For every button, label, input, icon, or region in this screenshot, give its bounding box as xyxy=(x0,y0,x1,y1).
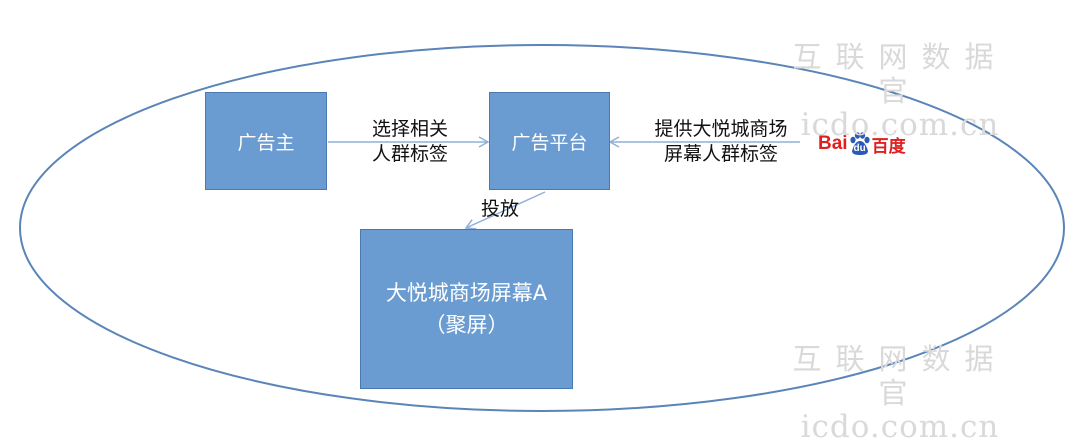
deliver-text: 投放 xyxy=(480,198,519,220)
screen-node: 大悦城商场屏幕A （聚屏） xyxy=(360,229,573,389)
watermark-bottom-cn: 互联网数据官 xyxy=(792,342,1008,410)
screen-label-line2: （聚屏） xyxy=(424,313,509,337)
baidu-logo-cn: 百度 xyxy=(871,136,906,157)
advertiser-node: 广告主 xyxy=(205,92,327,190)
platform-label: 广告平台 xyxy=(511,131,588,154)
select-tags-line1: 选择相关 xyxy=(371,118,448,140)
paw-icon: du xyxy=(849,132,871,156)
watermark-bottom-en: icdo.com.cn xyxy=(800,409,1000,445)
baidu-logo: Bai du 百度 xyxy=(818,128,906,160)
arrow-platform-to-screen xyxy=(464,191,546,230)
select-tags-line2: 人群标签 xyxy=(371,143,448,165)
watermark-top-cn: 互联网数据官 xyxy=(792,40,1008,108)
baidu-logo-bai: Bai xyxy=(818,133,848,154)
scope-ellipse xyxy=(19,44,1065,412)
provide-tags-line1: 提供大悦城商场 xyxy=(654,118,788,140)
watermark-top: 互联网数据官 icdo.com.cn xyxy=(780,40,1020,142)
deliver-label: 投放 xyxy=(470,197,530,221)
baidu-logo-du: du xyxy=(853,143,866,154)
platform-node: 广告平台 xyxy=(489,92,610,190)
advertiser-label: 广告主 xyxy=(237,131,295,154)
provide-tags-line2: 屏幕人群标签 xyxy=(663,143,778,165)
select-tags-label: 选择相关 人群标签 xyxy=(350,117,470,167)
provide-tags-label: 提供大悦城商场 屏幕人群标签 xyxy=(636,117,806,167)
watermark-bottom: 互联网数据官 icdo.com.cn xyxy=(780,342,1020,444)
screen-label-line1: 大悦城商场屏幕A xyxy=(385,281,548,305)
watermark-top-en: icdo.com.cn xyxy=(800,107,1000,143)
